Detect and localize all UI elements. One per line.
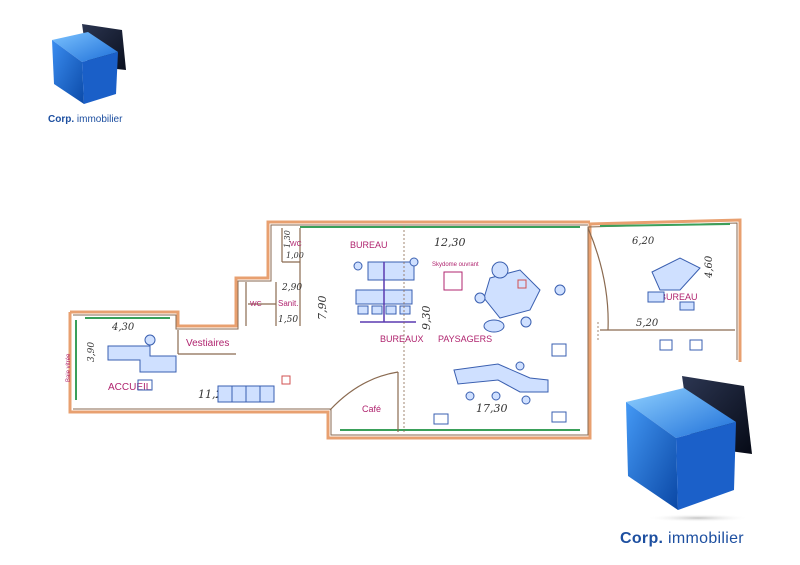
marker-box-2 (517, 279, 527, 289)
cube-logo-icon-large (626, 376, 752, 522)
room-label-paysagers: PAYSAGERS (438, 334, 492, 344)
dim-9-30: 9,30 (420, 306, 433, 331)
dim-17-30: 17,30 (476, 402, 508, 415)
partitions (177, 227, 735, 432)
room-label-wc-bottom: WC (250, 301, 262, 308)
dim-2-90: 2,90 (281, 283, 302, 293)
storage-cabinet (217, 385, 275, 403)
desk-divider-line (360, 262, 416, 323)
dim-1-50: 1,50 (278, 315, 298, 325)
brand-name-small: Corp. immobilier (48, 114, 123, 125)
door-marks (403, 226, 599, 432)
dim-4-60: 4,60 (704, 255, 715, 279)
room-label-vestiaires: Vestiaires (186, 338, 229, 349)
dim-1-30: 1,30 (283, 230, 292, 248)
dim-5-20: 5,20 (636, 318, 659, 329)
brand-logo-top: Corp. immobilier (44, 22, 144, 125)
dim-7-90: 7,90 (316, 296, 329, 321)
windows (75, 223, 731, 431)
room-label-bureaux: BUREAUX (380, 334, 424, 344)
desk-bureau-right (647, 257, 703, 351)
dim-4-30: 4,30 (111, 322, 135, 333)
brand-logo-bottom: Corp. immobilier (612, 372, 772, 547)
room-label-accueil: ACCUEIL (108, 382, 152, 393)
dim-6-20: 6,20 (632, 236, 655, 247)
room-label-skydome: Skydome ouvrant (432, 262, 479, 268)
marker-box (281, 375, 291, 385)
room-label-baie-vitree: Baie vitrée (66, 353, 72, 382)
room-label-bureau-right: BUREAU (660, 292, 698, 302)
dim-1-00: 1,00 (286, 251, 304, 260)
cube-logo-icon (52, 24, 126, 104)
skydome-box (443, 271, 463, 291)
room-label-sanit: Sanit. (278, 299, 298, 308)
room-label-cafe: Café (362, 404, 381, 414)
dim-12-30: 12,30 (434, 236, 466, 249)
desk-cluster-paysagers-long (433, 343, 567, 425)
desk-accueil (107, 334, 177, 391)
brand-name-large: Corp. immobilier (620, 530, 744, 547)
room-label-bureau-top: BUREAU (350, 240, 388, 250)
desk-cluster-bureau (353, 257, 419, 315)
walls (68, 218, 742, 440)
room-label-wc-top: WC (290, 241, 302, 248)
dim-3-90: 3,90 (87, 342, 97, 362)
desk-cluster-paysagers-star (474, 261, 566, 333)
